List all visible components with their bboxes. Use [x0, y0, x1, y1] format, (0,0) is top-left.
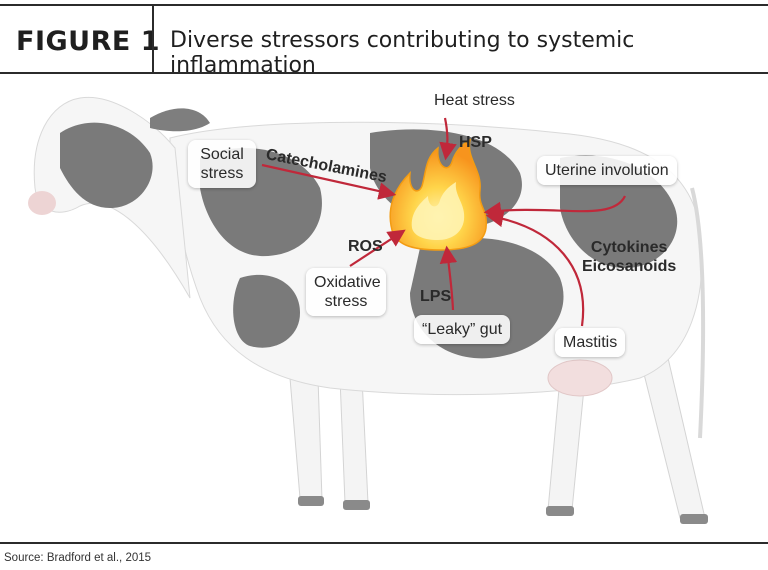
- header-divider: [152, 6, 154, 72]
- label-uterine-involution: Uterine involution: [545, 162, 669, 179]
- box-leaky-gut: “Leaky” gut: [414, 315, 511, 344]
- inflammation-flame: [389, 138, 487, 251]
- label-heat-stress: Heat stress: [434, 92, 515, 109]
- cow-illustration: [28, 96, 708, 524]
- label-cytokines-eicosanoids: Cytokines Eicosanoids: [582, 238, 676, 276]
- box-social-stress: Social stress: [188, 140, 256, 188]
- header-bottom-rule: [0, 72, 768, 74]
- diagram-area: Heat stress Social stress Uterine involu…: [0, 78, 768, 540]
- label-leaky-gut: “Leaky” gut: [422, 321, 503, 338]
- figure-title: Diverse stressors contributing to system…: [170, 28, 635, 78]
- label-social-stress: Social stress: [200, 146, 244, 182]
- stressor-arrows: [261, 117, 626, 327]
- figure-label: FIGURE 1: [16, 26, 160, 57]
- arrow-mastitis: [485, 209, 585, 327]
- arrow-uterine: [483, 195, 626, 220]
- box-oxidative-stress: Oxidative stress: [306, 268, 386, 316]
- box-mastitis: Mastitis: [555, 328, 626, 357]
- label-hsp: HSP: [459, 134, 492, 151]
- source-citation: Source: Bradford et al., 2015: [4, 552, 152, 564]
- footer-rule: [0, 542, 768, 544]
- label-lps: LPS: [420, 288, 452, 305]
- header-top-rule: [0, 4, 768, 6]
- label-cytokines: Cytokines: [590, 239, 668, 256]
- label-eicosanoids: Eicosanoids: [582, 258, 677, 275]
- arrow-heat-stress: [439, 117, 457, 161]
- label-ros: ROS: [348, 238, 383, 255]
- arrow-catecholamines: [261, 163, 397, 200]
- box-uterine-metritis: Uterine involution: [537, 156, 677, 185]
- arrow-leaky-gut: [439, 245, 458, 311]
- arrow-oxidative: [349, 229, 406, 267]
- label-mastitis: Mastitis: [563, 334, 618, 351]
- label-oxidative-stress: Oxidative stress: [314, 274, 381, 310]
